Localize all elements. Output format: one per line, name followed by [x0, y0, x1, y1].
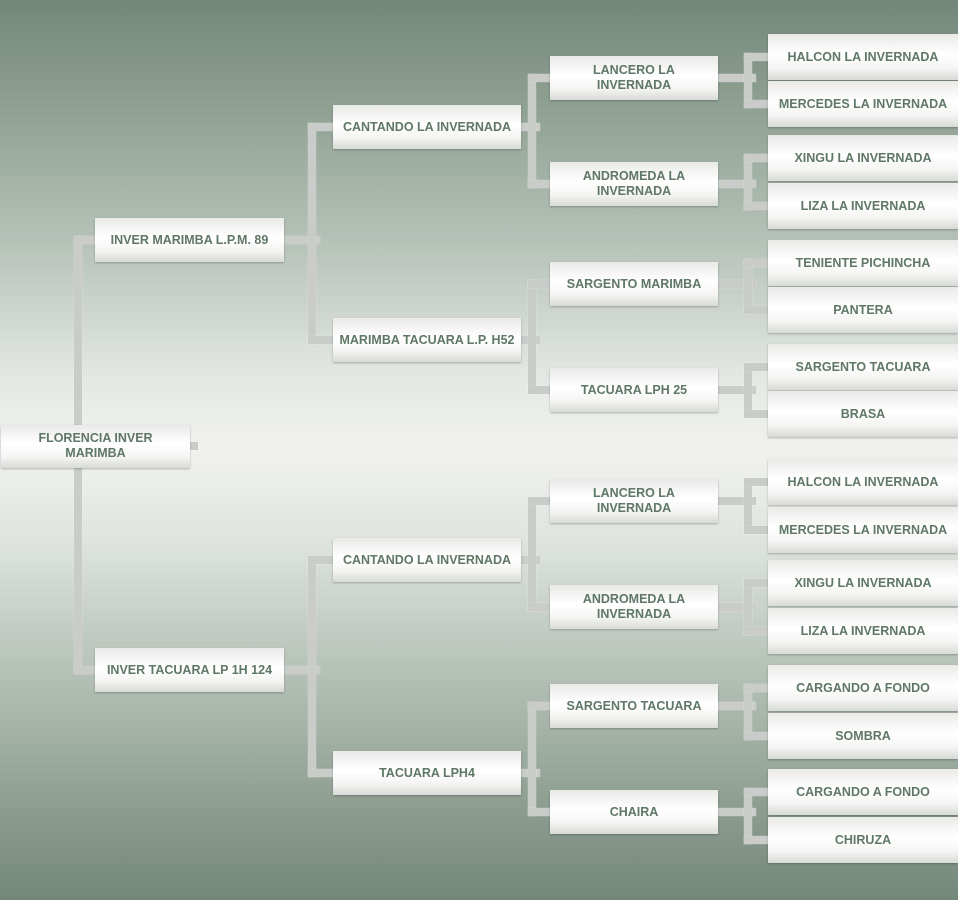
- connector-line: [718, 808, 756, 816]
- connector-line: [744, 53, 768, 61]
- great-great-grandparent-box[interactable]: TENIENTE PICHINCHA: [768, 240, 958, 286]
- connector-line: [528, 386, 550, 394]
- connector-line: [528, 74, 536, 188]
- connector-line: [718, 74, 756, 82]
- connector-line: [744, 478, 752, 534]
- grandparent-box[interactable]: MARIMBA TACUARA L.P. H52: [333, 318, 521, 362]
- connector-line: [744, 53, 752, 108]
- connector-line: [744, 836, 768, 844]
- connector-line: [744, 526, 768, 534]
- connector-line: [284, 236, 320, 244]
- great-great-grandparent-box[interactable]: LIZA LA INVERNADA: [768, 608, 958, 654]
- connector-line: [744, 684, 752, 740]
- great-grandparent-box[interactable]: TACUARA LPH 25: [550, 368, 718, 412]
- great-grandparent-box[interactable]: ANDROMEDA LA INVERNADA: [550, 162, 718, 206]
- connector-line: [744, 478, 768, 486]
- connector-line: [744, 684, 768, 692]
- great-grandparent-box[interactable]: SARGENTO TACUARA: [550, 684, 718, 728]
- connector-line: [718, 497, 756, 505]
- grandparent-box[interactable]: TACUARA LPH4: [333, 751, 521, 795]
- great-grandparent-box[interactable]: CHAIRA: [550, 790, 718, 834]
- grandparent-box[interactable]: CANTANDO LA INVERNADA: [333, 538, 521, 582]
- connector-line: [718, 180, 756, 188]
- great-great-grandparent-box[interactable]: CARGANDO A FONDO: [768, 665, 958, 711]
- connector-line: [744, 732, 768, 740]
- connector-line: [528, 180, 550, 188]
- connector-line: [744, 579, 752, 635]
- connector-line: [528, 497, 550, 505]
- connector-line: [528, 808, 550, 816]
- connector-line: [744, 363, 768, 371]
- connector-line: [744, 363, 752, 418]
- connector-line: [718, 603, 756, 611]
- connector-line: [744, 154, 768, 162]
- connector-line: [284, 666, 320, 674]
- connector-line: [744, 627, 768, 635]
- connector-line: [308, 336, 333, 344]
- great-great-grandparent-box[interactable]: CHIRUZA: [768, 817, 958, 863]
- connector-line: [308, 556, 316, 777]
- connector-line: [744, 788, 768, 796]
- great-great-grandparent-box[interactable]: HALCON LA INVERNADA: [768, 459, 958, 505]
- great-great-grandparent-box[interactable]: CARGANDO A FONDO: [768, 769, 958, 815]
- great-grandparent-box[interactable]: LANCERO LA INVERNADA: [550, 479, 718, 523]
- connector-line: [528, 702, 550, 710]
- connector-line: [308, 123, 333, 131]
- connector-line: [528, 497, 536, 611]
- connector-line: [528, 702, 536, 816]
- connector-line: [528, 280, 550, 288]
- connector-line: [744, 579, 768, 587]
- great-great-grandparent-box[interactable]: MERCEDES LA INVERNADA: [768, 81, 958, 127]
- connector-line: [744, 100, 768, 108]
- connector-line: [74, 236, 95, 244]
- connector-line: [744, 306, 768, 314]
- great-grandparent-box[interactable]: SARGENTO MARIMBA: [550, 262, 718, 306]
- connector-line: [744, 259, 768, 267]
- subject-box[interactable]: FLORENCIA INVER MARIMBA: [1, 424, 190, 468]
- great-great-grandparent-box[interactable]: SARGENTO TACUARA: [768, 344, 958, 390]
- connector-line: [528, 280, 536, 394]
- connector-line: [744, 154, 752, 210]
- connector-line: [528, 74, 550, 82]
- connector-line: [718, 386, 756, 394]
- great-great-grandparent-box[interactable]: XINGU LA INVERNADA: [768, 135, 958, 181]
- great-great-grandparent-box[interactable]: LIZA LA INVERNADA: [768, 183, 958, 229]
- connector-line: [744, 259, 752, 314]
- connector-line: [744, 410, 768, 418]
- connector-line: [744, 202, 768, 210]
- connector-line: [718, 702, 756, 710]
- great-great-grandparent-box[interactable]: MERCEDES LA INVERNADA: [768, 507, 958, 553]
- parent-box[interactable]: INVER MARIMBA L.P.M. 89: [95, 218, 284, 262]
- great-great-grandparent-box[interactable]: PANTERA: [768, 287, 958, 333]
- connector-line: [528, 603, 550, 611]
- great-great-grandparent-box[interactable]: HALCON LA INVERNADA: [768, 34, 958, 80]
- grandparent-box[interactable]: CANTANDO LA INVERNADA: [333, 105, 521, 149]
- connector-line: [308, 556, 333, 564]
- great-great-grandparent-box[interactable]: XINGU LA INVERNADA: [768, 560, 958, 606]
- connector-line: [718, 280, 756, 288]
- parent-box[interactable]: INVER TACUARA LP 1H 124: [95, 648, 284, 692]
- connector-line: [74, 666, 95, 674]
- great-grandparent-box[interactable]: LANCERO LA INVERNADA: [550, 56, 718, 100]
- connector-line: [308, 769, 333, 777]
- great-great-grandparent-box[interactable]: BRASA: [768, 391, 958, 437]
- great-great-grandparent-box[interactable]: SOMBRA: [768, 713, 958, 759]
- connector-line: [308, 123, 316, 344]
- great-grandparent-box[interactable]: ANDROMEDA LA INVERNADA: [550, 585, 718, 629]
- connector-line: [744, 788, 752, 844]
